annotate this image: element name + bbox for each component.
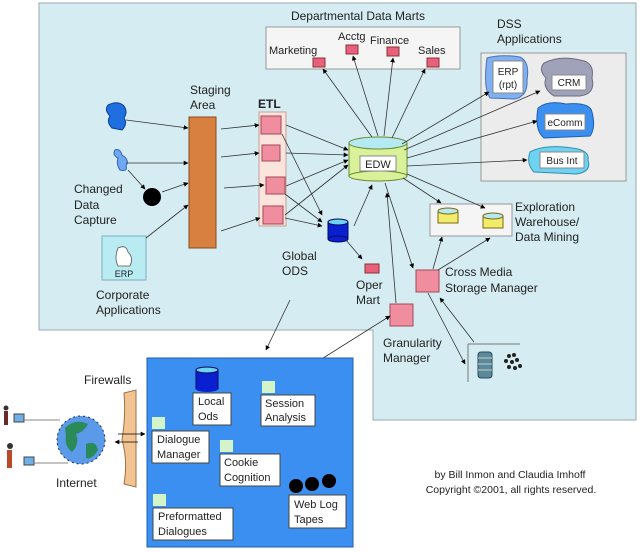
exploration-label-3: Data Mining [515,230,579,244]
weblog-label-2: Tapes [294,514,324,526]
exploration-label-2: Warehouse/ [515,215,580,229]
source-blob-2 [113,149,128,171]
edw-label: EDW [365,159,391,171]
dialogue-manager-box [151,430,210,464]
staging-area [188,116,217,249]
storage-frame [467,343,520,382]
oper-mart-label-2: Mart [356,293,381,307]
cdc-label-3: Capture [74,213,117,227]
preformatted-label-1: Preformatted [158,511,222,523]
granularity-box [389,303,414,327]
globe-land [65,421,88,452]
staging-label-1: Staging [190,83,231,97]
session-label-2: Analysis [265,412,306,424]
flow-arrows [125,55,541,365]
mart-finance-label: Finance [370,35,409,47]
mart-marketing-label: Marketing [269,45,317,57]
global-ods-label-2: ODS [282,264,308,278]
granularity-label-1: Granularity [383,336,442,350]
erp-rpt-label-1: ERP [498,67,519,78]
mart-sales-label: Sales [418,45,446,57]
weblog-label-1: Web Log [294,499,338,511]
dss-title-2: Applications [497,32,562,46]
preformatted-dialogues-box [152,507,234,541]
exploration-label-1: Exploration [515,200,575,214]
user-icon [3,405,60,425]
bus-int-label: Bus Int [546,156,577,167]
tape-stack-icon [477,351,493,379]
cookie-cognition-box [219,453,281,487]
erp-source-label: ERP [115,269,134,279]
preformatted-square [153,494,166,506]
cdc-label-1: Changed [74,182,123,196]
dialogue-square [152,417,165,429]
credit-copyright: Copyright ©2001, all rights reserved. [426,484,597,496]
cdc-disk [143,188,161,206]
corp-apps-label-2: Applications [96,303,161,317]
local-ods-box [192,392,232,426]
cookie-square [220,440,233,452]
erp-rpt-label-2: (rpt) [499,80,517,91]
global-ods-cylinder [327,218,349,243]
internet-label: Internet [56,476,97,490]
web-log-tapes-icon [289,474,336,493]
staging-label-2: Area [190,98,216,112]
oper-mart-cylinder [364,263,380,274]
granularity-label-2: Manager [383,351,430,365]
firewalls-label: Firewalls [84,373,131,387]
etl-step [261,144,281,162]
etl-step [265,176,286,195]
crm-label: CRM [558,78,581,89]
ecomm-label: eComm [547,118,582,129]
cdc-label-2: Data [74,198,100,212]
oper-mart-label-1: Oper [356,278,383,292]
user-icon [7,443,68,468]
firewall-arrows [114,431,146,445]
disk-cluster-icon [504,353,522,370]
local-ods-label-1: Local [198,396,224,408]
session-label-1: Session [265,398,304,410]
etl-step [260,115,282,135]
dialogue-label-2: Manager [157,449,201,461]
cross-media-box [415,269,440,293]
globe-land [86,442,98,459]
edw-cylinder [348,136,408,182]
cookie-label-2: Cognition [224,472,270,484]
local-ods-cylinder [195,366,219,392]
source-blob-1 [105,102,127,131]
cookie-label-1: Cookie [224,457,258,469]
firewall-shape [121,389,137,488]
exploration-cylinders [437,207,504,229]
global-ods-label-1: Global [282,249,317,263]
etl-step [262,205,284,225]
mart-acctg-label: Acctg [338,31,366,43]
etl-label: ETL [258,97,281,111]
session-analysis-box [260,394,316,427]
cross-media-label-1: Cross Media [445,265,513,279]
cross-media-label-2: Storage Manager [445,281,538,295]
preformatted-label-2: Dialogues [158,526,207,538]
local-ods-label-2: Ods [198,411,219,423]
session-square [262,381,275,393]
corp-apps-label-1: Corporate [96,288,150,302]
mart-cylinders [312,44,440,68]
data-marts-title: Departmental Data Marts [291,9,425,23]
dialogue-label-1: Dialogue [157,434,200,446]
dss-title-1: DSS [497,17,522,31]
web-log-tapes-box [288,494,347,529]
credit-authors: by Bill Inmon and Claudia Imhoff [435,469,586,481]
